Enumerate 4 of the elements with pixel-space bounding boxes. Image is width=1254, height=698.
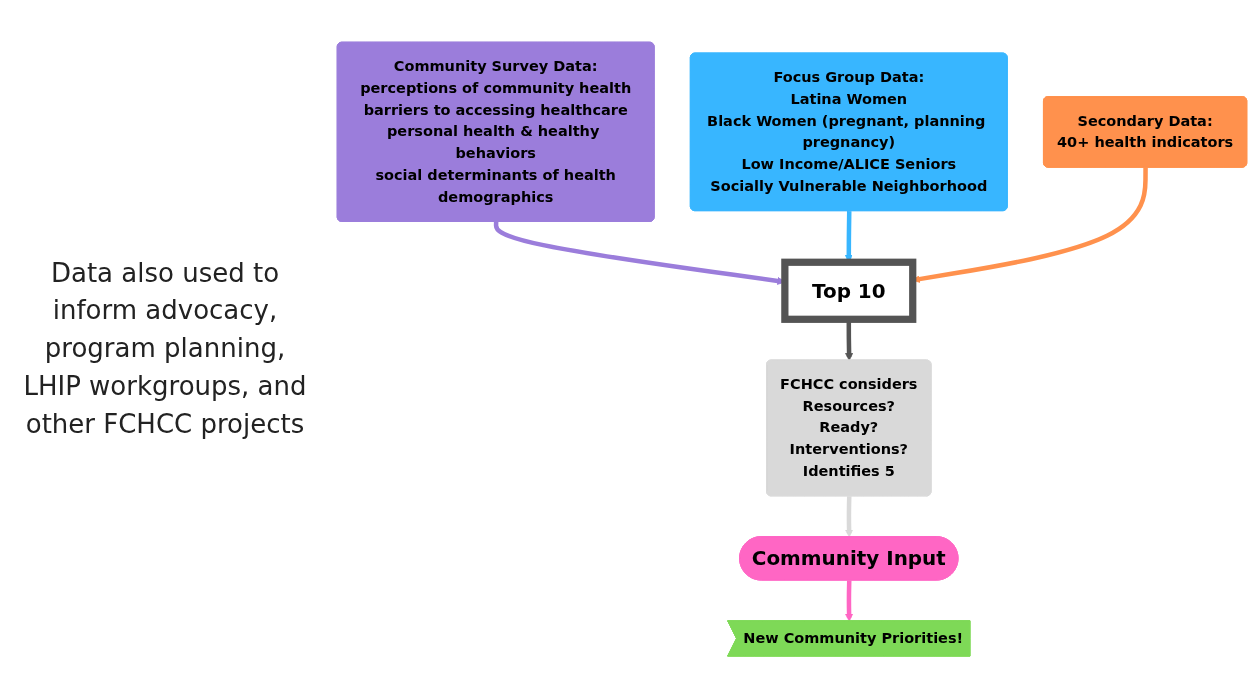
arrow (845, 580, 854, 622)
node-box: Top 10 (781, 258, 917, 323)
note-text: Data also used to inform advocacy, program planning, LHIP workgroups, and other FCHCC projects (22, 256, 308, 441)
arrow (845, 496, 854, 538)
